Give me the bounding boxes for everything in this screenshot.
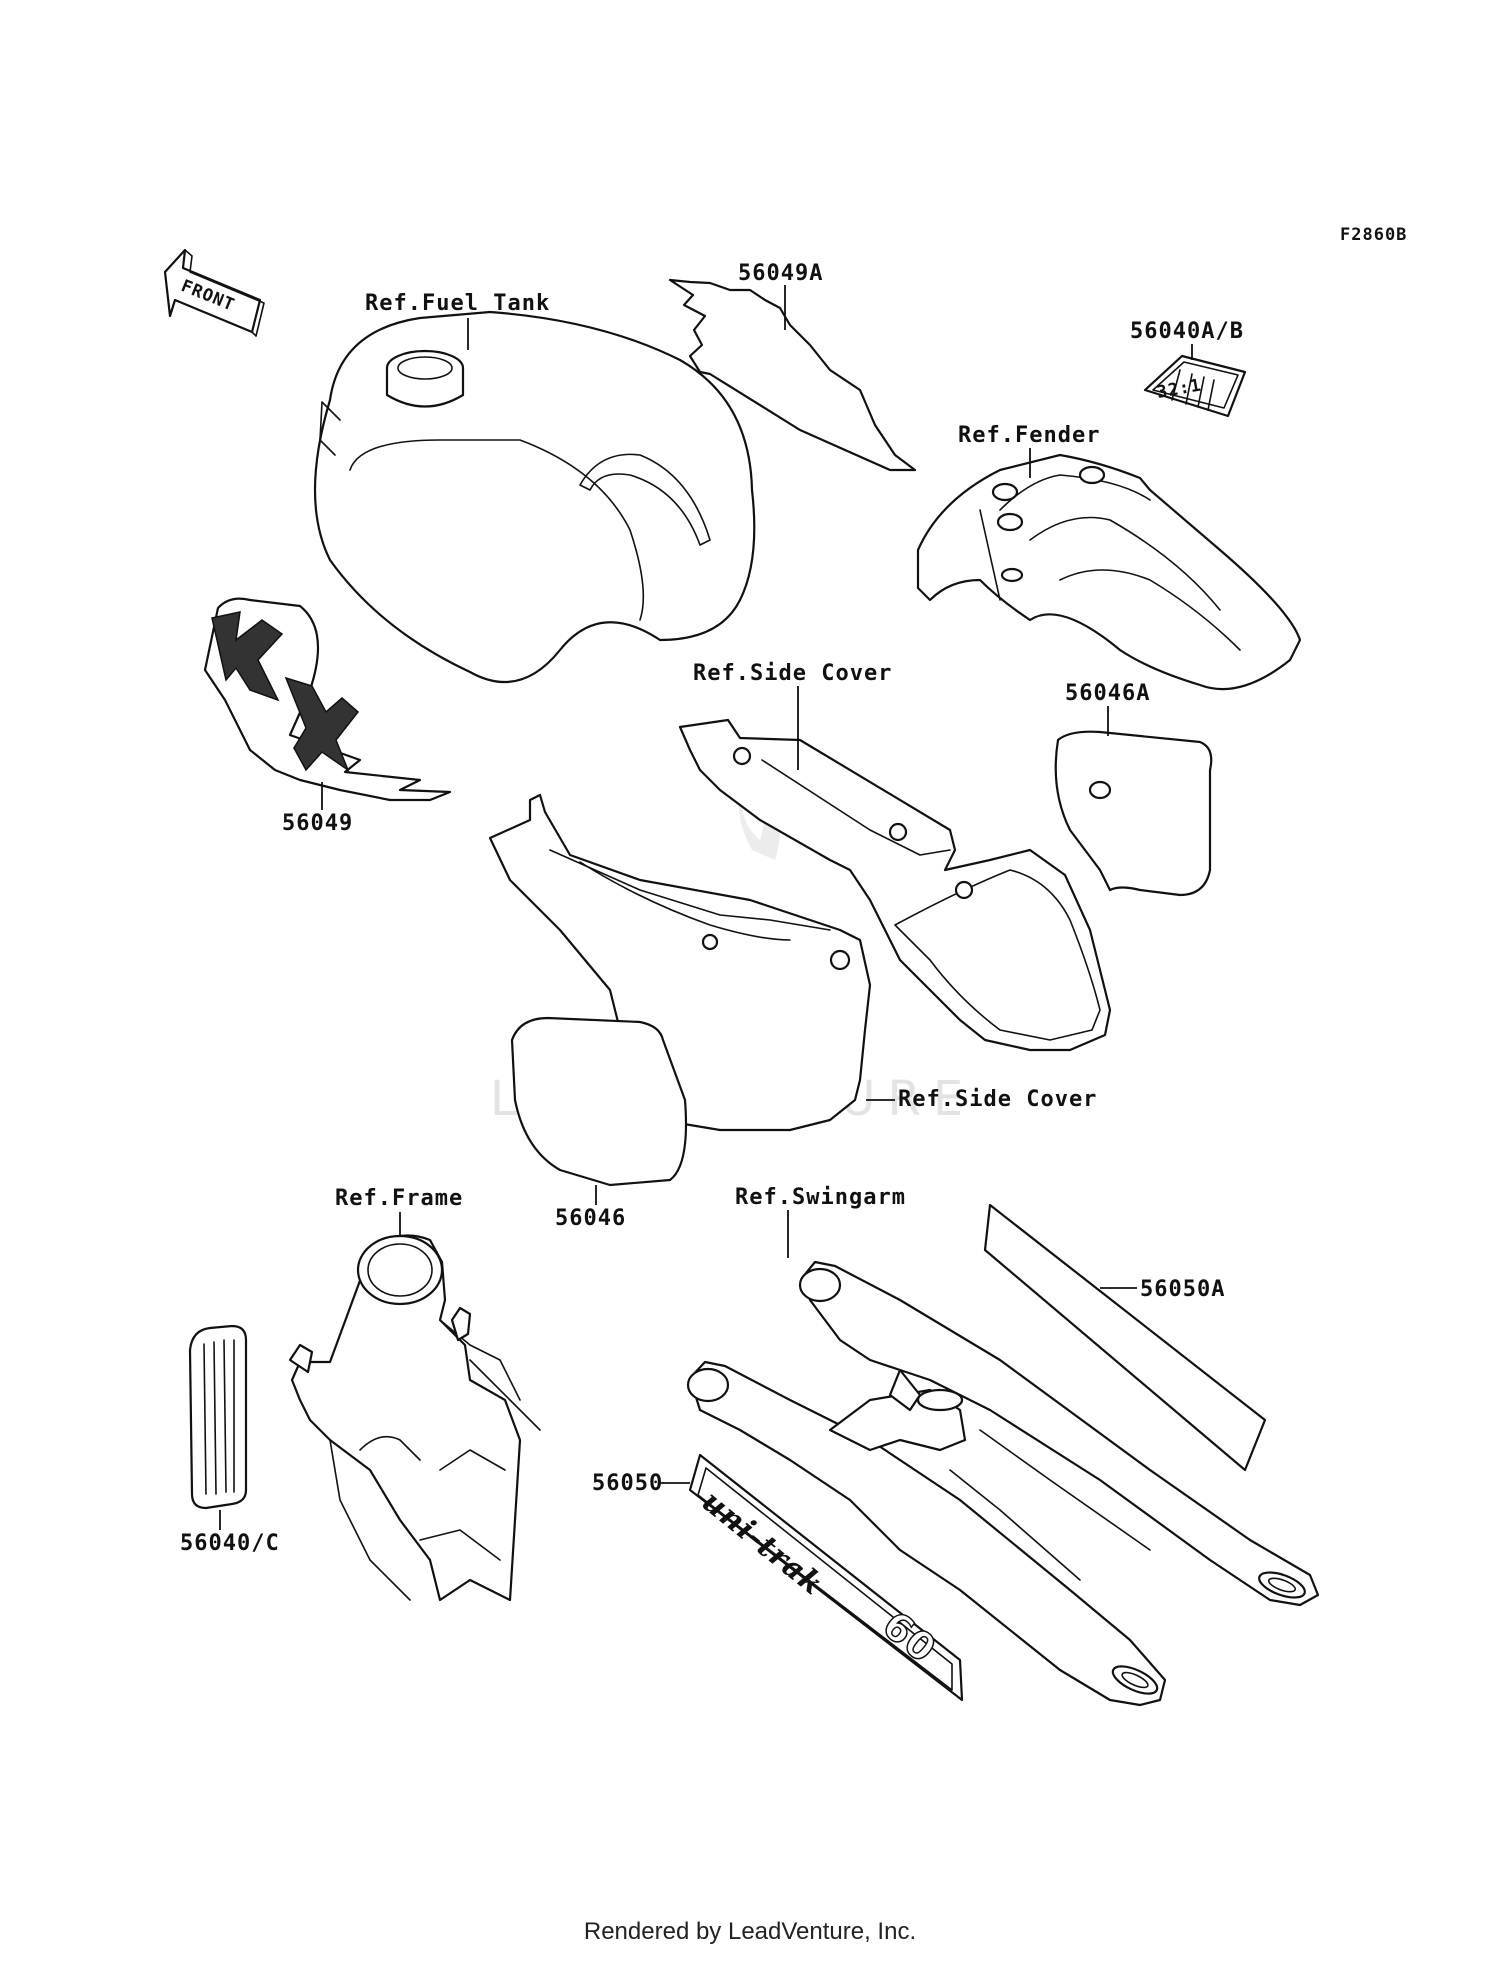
label-56046A: 56046A [1065, 681, 1150, 706]
side-cover-lower-label: Ref.Side Cover [898, 1087, 1097, 1112]
frame-ref [288, 1234, 541, 1602]
decal-56046A [1054, 730, 1213, 897]
label-56046: 56046 [555, 1206, 626, 1231]
label-56050: 56050 [592, 1471, 663, 1496]
decal-56046 [510, 1016, 688, 1187]
swingarm-ref [686, 1260, 1320, 1707]
label-56049: 56049 [282, 811, 353, 836]
side-cover-upper-label: Ref.Side Cover [693, 661, 892, 686]
decal-56049-kx: KX [203, 597, 452, 802]
decal-56050A [983, 1203, 1267, 1472]
decal-56049A [668, 278, 917, 472]
fuel-tank-ref [313, 310, 756, 684]
label-56040AB: 56040A/B [1130, 319, 1244, 344]
fuel-tank-label: Ref.Fuel Tank [365, 291, 550, 316]
fender-ref [916, 453, 1302, 691]
decal-56040C [188, 1324, 248, 1510]
front-arrow-icon: FRONT [163, 248, 265, 337]
decal-56040AB: 32:1 [1143, 354, 1247, 418]
swingarm-label: Ref.Swingarm [735, 1185, 906, 1210]
label-56040C: 56040/C [180, 1531, 280, 1556]
side-cover-upper-ref [678, 718, 1112, 1052]
frame-label: Ref.Frame [335, 1186, 463, 1211]
label-56049A: 56049A [738, 261, 823, 286]
label-56050A: 56050A [1140, 1277, 1225, 1302]
fender-label: Ref.Fender [958, 423, 1100, 448]
footer-credit: Rendered by LeadVenture, Inc. [583, 1918, 917, 1945]
diagram-code: F2860B [1340, 225, 1407, 245]
